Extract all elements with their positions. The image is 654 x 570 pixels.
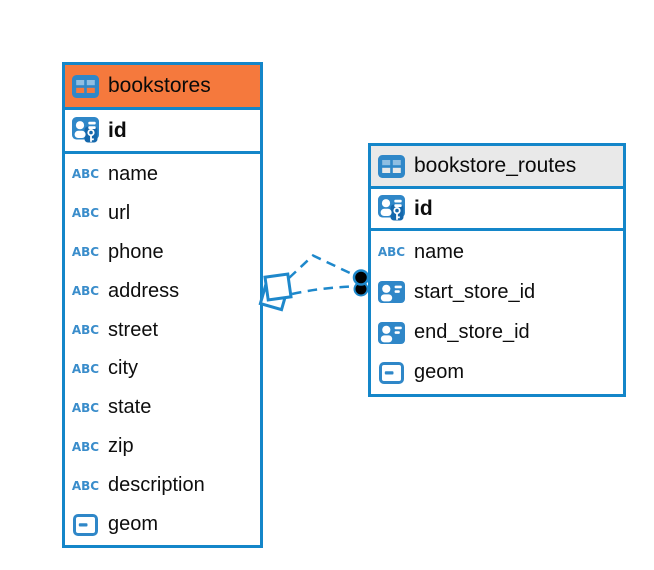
foreign-key-icon xyxy=(378,321,405,344)
column-row[interactable]: ABC name xyxy=(371,232,623,272)
table-icon xyxy=(72,74,99,98)
text-column-icon: ABC xyxy=(71,206,100,221)
text-column-icon: ABC xyxy=(71,361,100,376)
primary-key-icon xyxy=(378,195,405,222)
primary-key-section: id xyxy=(371,189,623,231)
column-name: address xyxy=(108,279,180,302)
primary-key-row[interactable]: id xyxy=(65,110,260,151)
relationship-line[interactable] xyxy=(258,254,370,312)
table-bookstore-routes[interactable]: bookstore_routes id ABC name start_store_i… xyxy=(368,143,626,397)
column-name: start_store_id xyxy=(414,280,536,303)
column-row[interactable]: ABC city xyxy=(65,350,260,389)
text-column-icon: ABC xyxy=(71,400,100,415)
text-column-icon: ABC xyxy=(71,284,100,299)
column-name: city xyxy=(108,357,138,380)
geometry-icon xyxy=(378,361,405,384)
column-name: name xyxy=(108,162,159,185)
relationship-dashed-line-lower[interactable] xyxy=(291,285,354,296)
column-name: name xyxy=(414,240,465,263)
two-dots-marker[interactable] xyxy=(352,269,370,297)
column-name: zip xyxy=(108,435,134,458)
column-row[interactable]: end_store_id xyxy=(371,313,623,353)
column-name: phone xyxy=(108,240,164,263)
column-row[interactable]: ABC url xyxy=(65,194,260,233)
column-row[interactable]: ABC state xyxy=(65,388,260,427)
column-name: state xyxy=(108,396,152,419)
column-row[interactable]: ABC zip xyxy=(65,427,260,466)
text-column-icon: ABC xyxy=(377,245,406,260)
table-title: bookstores xyxy=(108,74,211,97)
table-header[interactable]: bookstore_routes xyxy=(371,146,623,189)
foreign-key-icon xyxy=(378,281,405,304)
text-column-icon: ABC xyxy=(71,245,100,260)
column-row[interactable]: ABC street xyxy=(65,311,260,350)
column-name: street xyxy=(108,318,159,341)
primary-key-icon xyxy=(72,117,99,144)
primary-key-name: id xyxy=(108,118,127,142)
column-name: geom xyxy=(108,513,159,536)
text-column-icon: ABC xyxy=(71,478,100,493)
primary-key-row[interactable]: id xyxy=(371,189,623,228)
text-column-icon: ABC xyxy=(71,439,100,454)
text-column-icon: ABC xyxy=(71,323,100,338)
primary-key-name: id xyxy=(414,196,433,220)
column-name: url xyxy=(108,201,131,224)
geometry-icon xyxy=(72,513,99,536)
column-row[interactable]: ABC description xyxy=(65,466,260,505)
column-name: geom xyxy=(414,361,465,384)
text-column-icon: ABC xyxy=(71,167,100,182)
column-row[interactable]: ABC name xyxy=(65,155,260,194)
column-row[interactable]: geom xyxy=(65,505,260,544)
relationship-dashed-line-upper[interactable] xyxy=(288,254,353,279)
table-header[interactable]: bookstores xyxy=(65,65,260,110)
column-name: description xyxy=(108,474,205,497)
column-row[interactable]: start_store_id xyxy=(371,272,623,312)
primary-key-section: id xyxy=(65,110,260,154)
column-row[interactable]: ABC address xyxy=(65,272,260,311)
column-row[interactable]: geom xyxy=(371,353,623,393)
table-icon xyxy=(378,154,405,178)
column-row[interactable]: ABC phone xyxy=(65,233,260,272)
table-title: bookstore_routes xyxy=(414,154,577,177)
overlapping-squares-marker[interactable] xyxy=(258,272,293,312)
column-name: end_store_id xyxy=(414,321,530,344)
